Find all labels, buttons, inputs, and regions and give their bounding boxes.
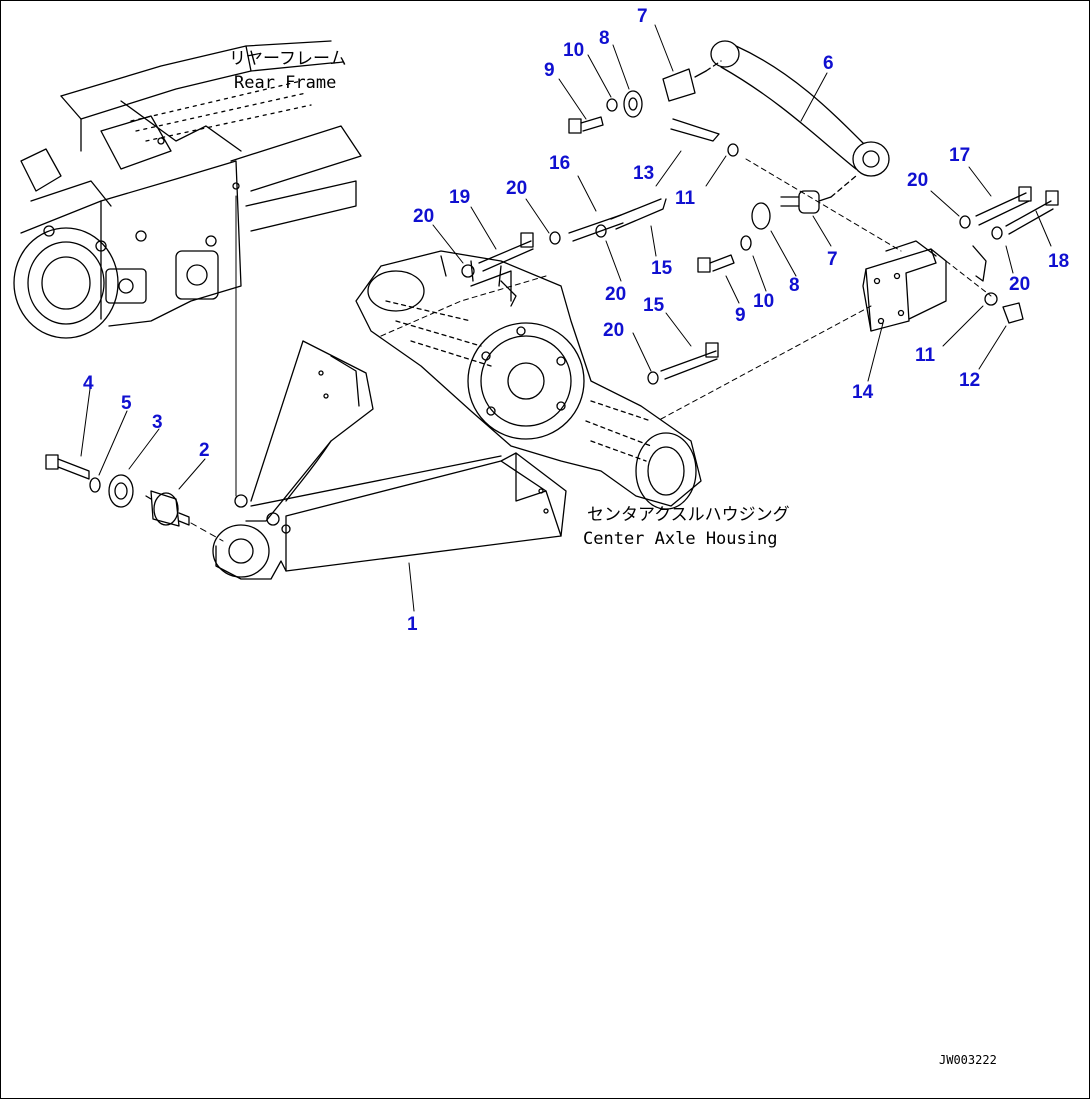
part-14-bracket bbox=[862, 186, 1059, 332]
callout-14: 14 bbox=[852, 382, 874, 403]
callout-13: 13 bbox=[633, 163, 655, 184]
callout-20-d: 20 bbox=[605, 284, 627, 305]
callout-15-lower: 15 bbox=[643, 295, 665, 316]
callout-9-lower: 9 bbox=[735, 305, 746, 326]
callout-5: 5 bbox=[121, 393, 132, 414]
rear-frame-caption-en: Rear Frame bbox=[234, 73, 337, 93]
callout-10-lower: 10 bbox=[753, 291, 775, 312]
callout-10-upper: 10 bbox=[563, 40, 585, 61]
part-6-upper-rod bbox=[710, 40, 890, 177]
callout-20-a: 20 bbox=[413, 206, 435, 227]
rear-frame-caption-jp: リヤーフレーム bbox=[229, 49, 347, 69]
callout-20-e: 20 bbox=[603, 320, 625, 341]
callout-19: 19 bbox=[449, 187, 471, 208]
drawing-code: JW003222 bbox=[939, 1053, 997, 1067]
callout-9-upper: 9 bbox=[544, 60, 555, 81]
parts-7-to-10-upper-fittings bbox=[568, 60, 857, 273]
callout-7-upper: 7 bbox=[637, 6, 648, 27]
rear-frame-illustration bbox=[13, 40, 362, 497]
callout-4: 4 bbox=[83, 373, 94, 394]
center-axle-caption-jp: センタアクスルハウジング bbox=[587, 505, 790, 525]
callout-8-lower: 8 bbox=[789, 275, 800, 296]
callout-20-b: 20 bbox=[506, 178, 528, 199]
callout-16: 16 bbox=[549, 153, 571, 174]
callout-18: 18 bbox=[1048, 251, 1070, 272]
part-1-a-frame bbox=[212, 340, 567, 580]
center-axle-housing-illustration bbox=[355, 250, 702, 510]
callout-8-upper: 8 bbox=[599, 28, 610, 49]
callout-7-lower: 7 bbox=[827, 249, 838, 270]
callout-15-upper: 15 bbox=[651, 258, 673, 279]
callout-17: 17 bbox=[949, 145, 971, 166]
callout-1: 1 bbox=[407, 614, 418, 635]
callout-12: 12 bbox=[959, 370, 981, 391]
callout-leader-lines bbox=[80, 24, 1052, 612]
callout-2: 2 bbox=[199, 440, 210, 461]
callout-3: 3 bbox=[152, 412, 163, 433]
callout-20-f: 20 bbox=[1009, 274, 1031, 295]
callout-6: 6 bbox=[823, 53, 834, 74]
callout-11-center: 11 bbox=[675, 188, 696, 209]
callout-11-right: 11 bbox=[915, 345, 936, 366]
center-axle-caption-en: Center Axle Housing bbox=[583, 529, 778, 549]
center-bolts-and-washers bbox=[380, 118, 902, 420]
callout-20-c: 20 bbox=[907, 170, 929, 191]
parts-2-to-5-bushing-assembly bbox=[45, 454, 224, 542]
